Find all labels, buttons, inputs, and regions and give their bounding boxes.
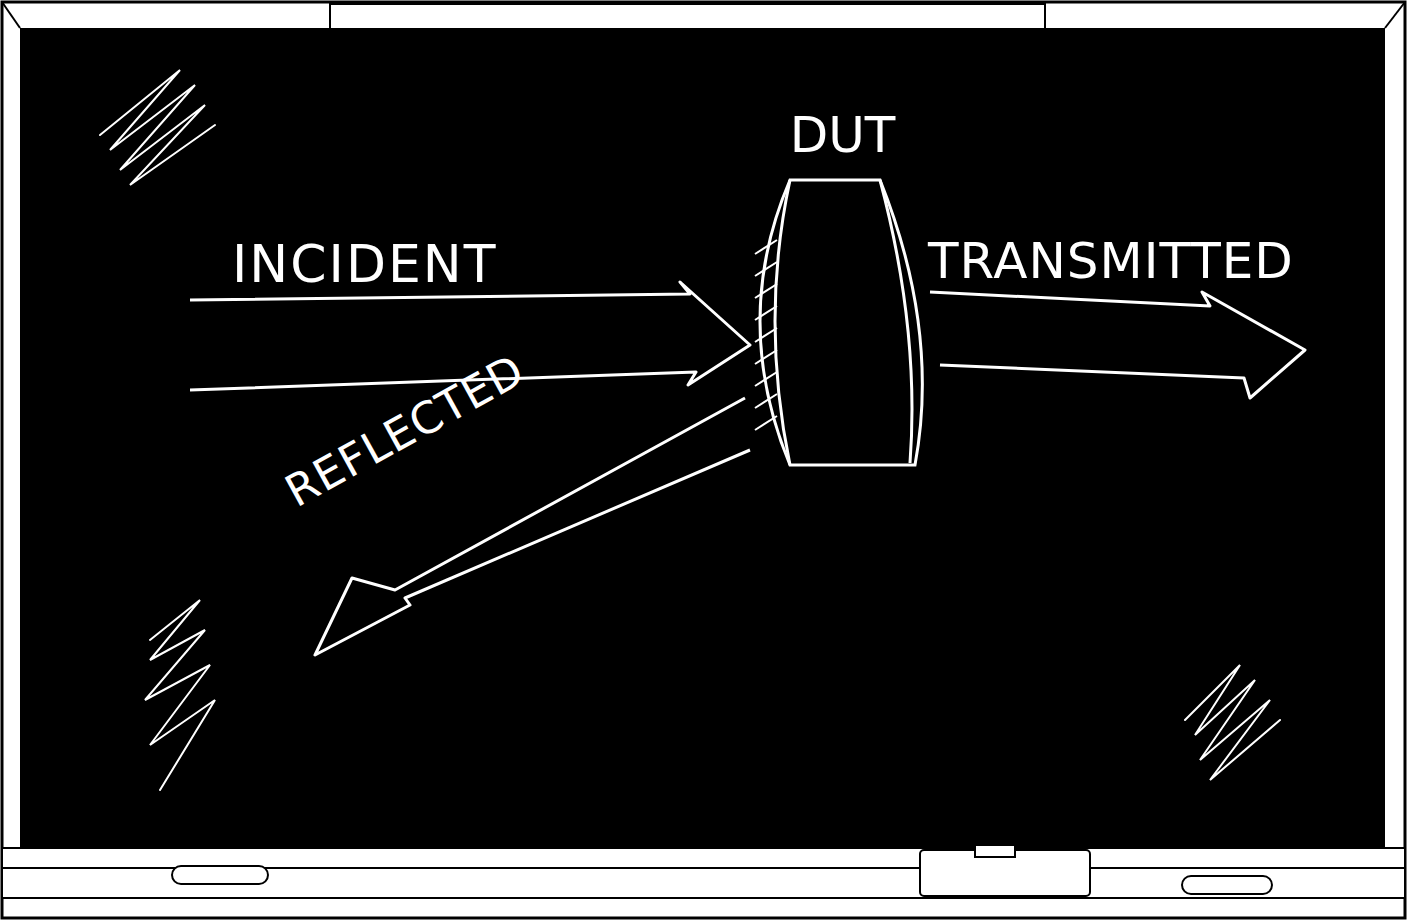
scribble [1185,665,1280,780]
chalk-stick [172,866,268,884]
scribble [100,70,215,185]
dut-outline [745,110,940,475]
dut-rim [880,180,912,463]
eraser-handle [975,845,1015,857]
frame-corner [2,2,20,28]
hatch-line [755,306,777,320]
hatch-line [755,328,777,342]
hatch-line [755,394,777,408]
dut-face [775,180,790,465]
frame-corner [1385,2,1405,28]
dut-shape: DUT [745,110,940,475]
hatch-line [755,416,777,430]
hatch-line [755,284,777,298]
board-surface [20,28,1385,848]
hatch-line [755,372,777,386]
reflection-hatch [755,240,777,430]
chalk-stick [1182,876,1272,894]
hatch-line [755,350,777,364]
scribble [145,600,215,790]
hatch-line [755,262,777,276]
transmitted-arrow [930,292,1305,398]
hatch-line [755,240,777,254]
signal-label: TRANSMITTED [928,236,1294,286]
chalk-scribbles [100,70,1280,790]
dut-drum [760,180,922,465]
device-label: DUT [745,110,940,160]
signal-label: INCIDENT [232,238,497,290]
